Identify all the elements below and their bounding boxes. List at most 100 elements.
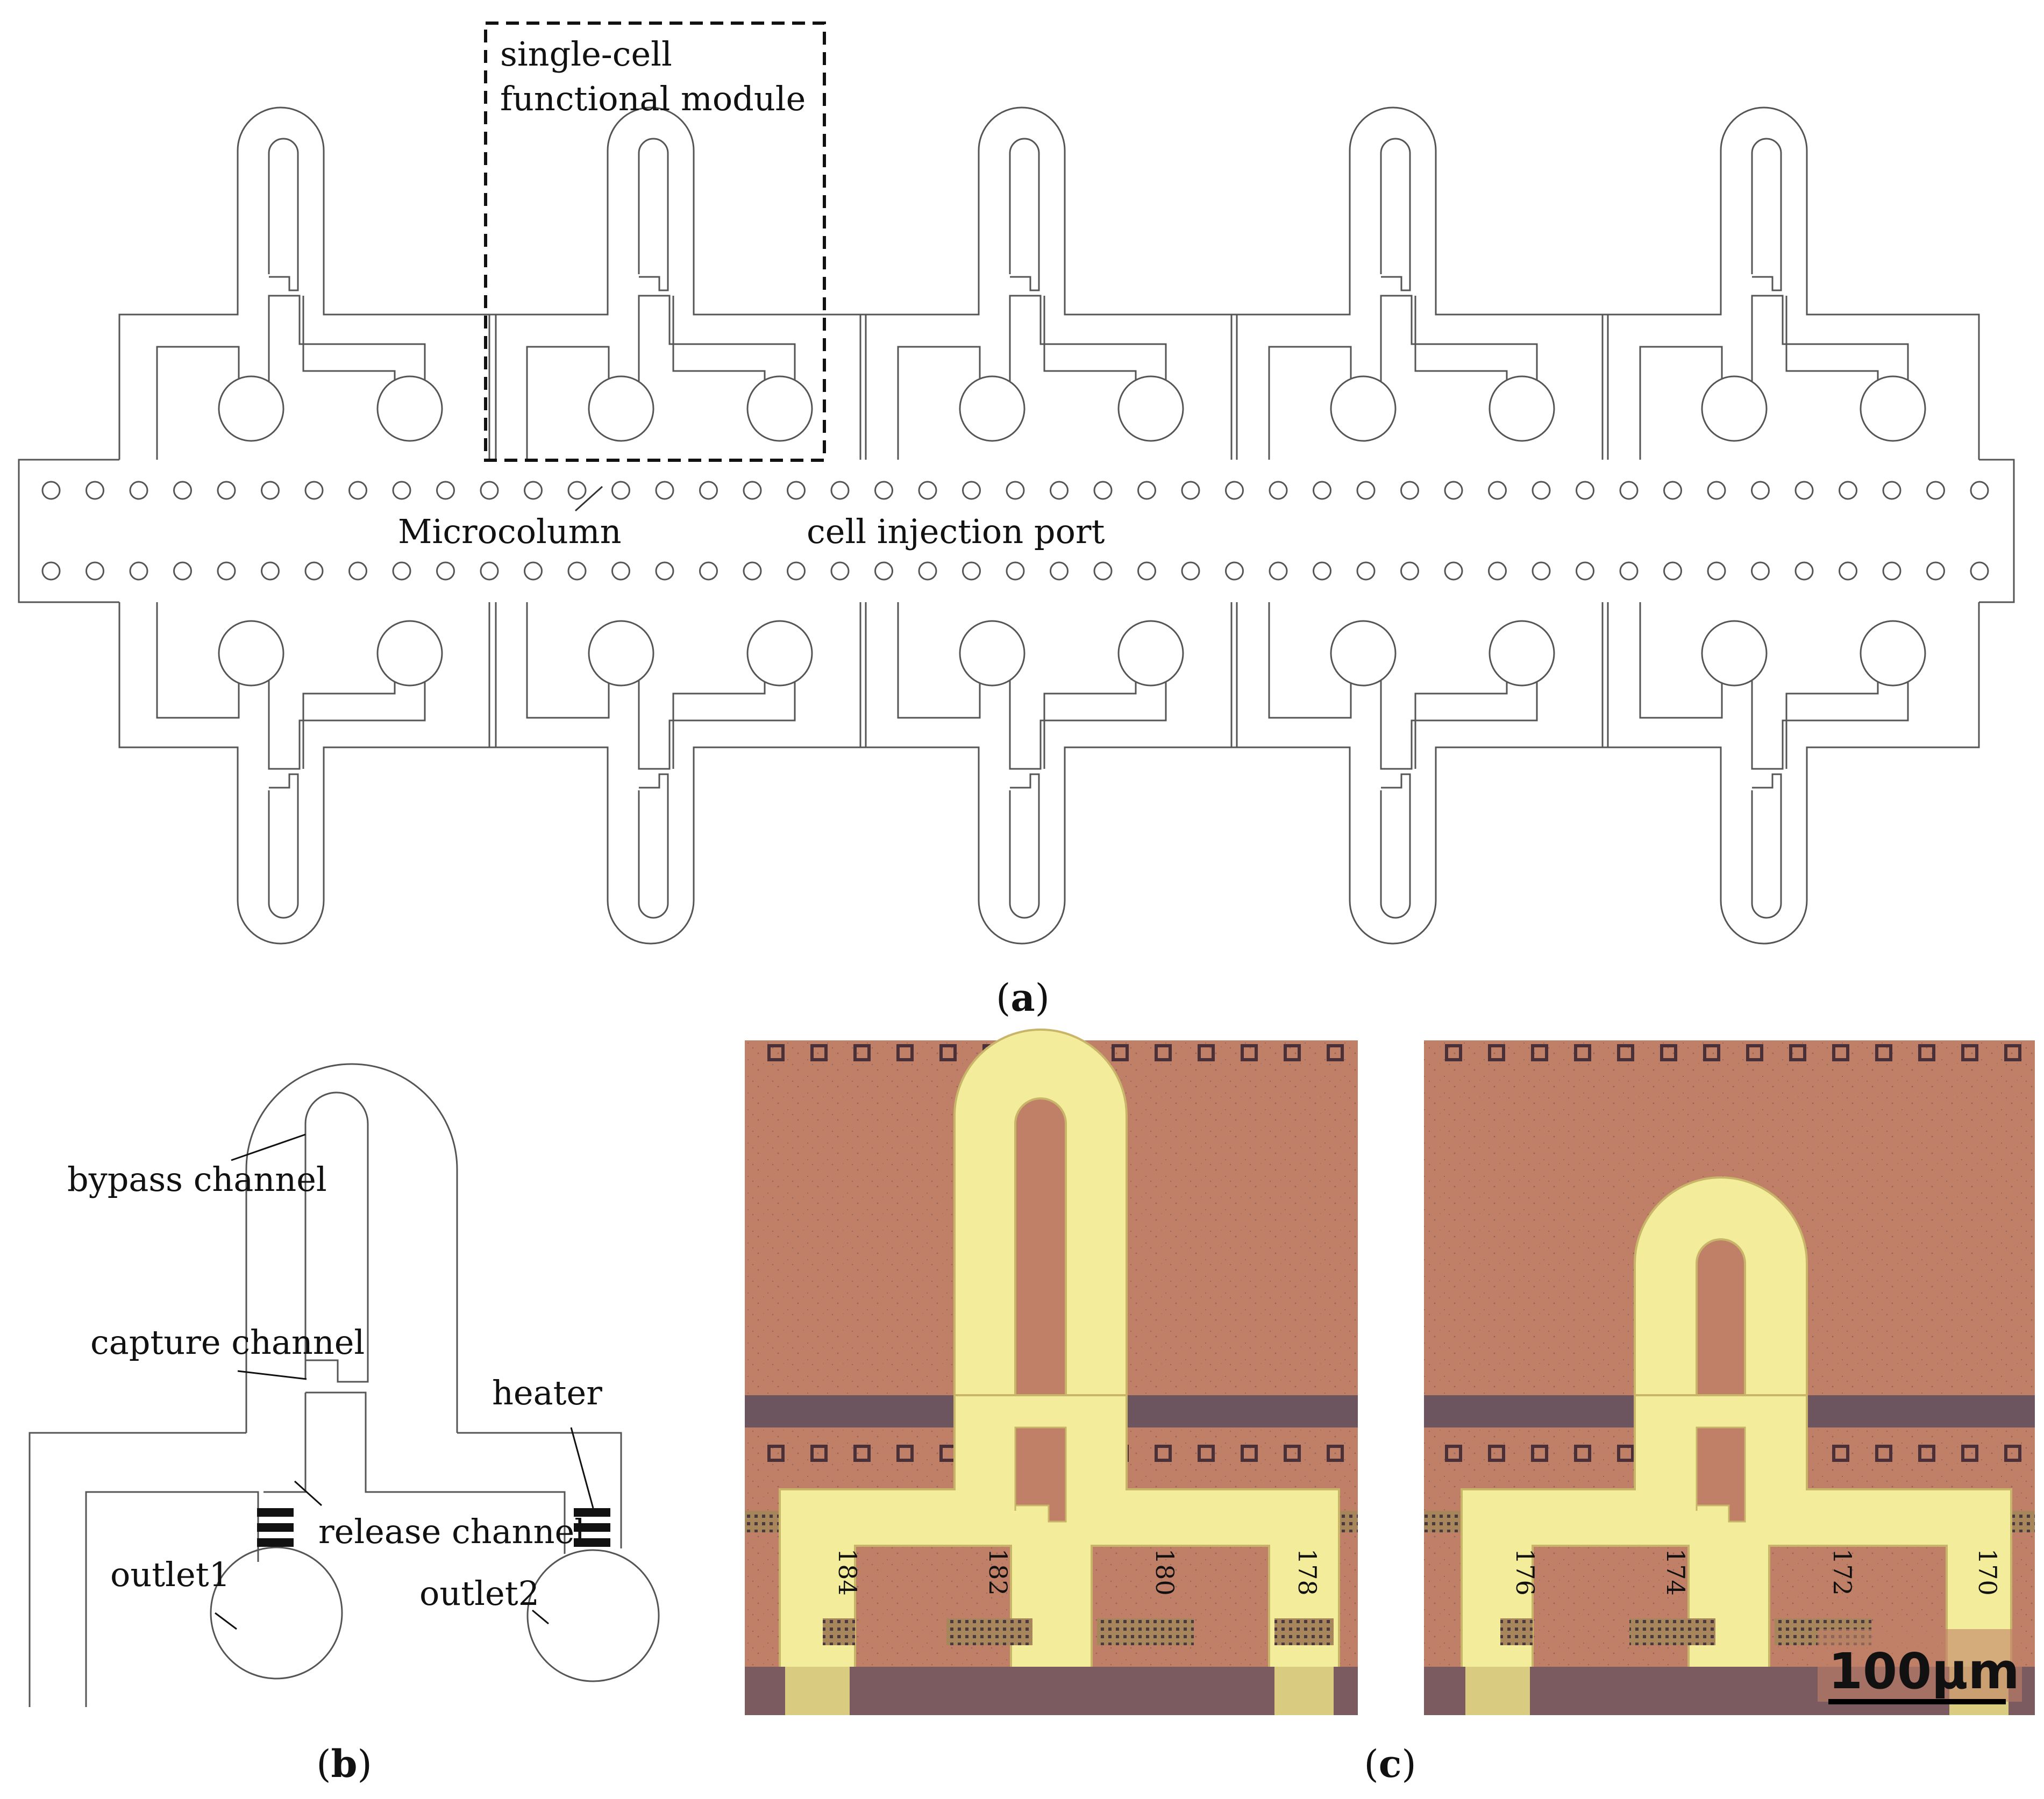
module-bottom-bypass-loop xyxy=(1380,773,1411,919)
module-bottom-inner-left xyxy=(1268,602,1352,719)
outlet-circle xyxy=(1701,620,1768,687)
electrode-pad xyxy=(1531,1044,1548,1061)
microcolumn xyxy=(655,561,674,581)
electrode-pad xyxy=(1445,1044,1462,1061)
microcolumn xyxy=(743,481,762,500)
microcolumn xyxy=(1794,481,1814,500)
microcolumn xyxy=(1356,561,1376,581)
electrode-pad xyxy=(853,1044,871,1061)
single-cell-label-line2: functional module xyxy=(500,79,806,118)
caption-b-letter: b xyxy=(331,1741,358,1786)
microcolumn xyxy=(348,561,367,581)
electrode-pad xyxy=(1488,1445,1505,1462)
main-channel-left-wall xyxy=(29,1432,246,1707)
electrode-pad xyxy=(1574,1445,1591,1462)
microcolumn xyxy=(1093,481,1113,500)
caption-a-open: ( xyxy=(996,976,1010,1020)
microcolumn xyxy=(436,561,455,581)
single-cell-module-box xyxy=(484,22,826,462)
main-channel-right-end xyxy=(1979,459,2015,603)
module-top-bypass-loop xyxy=(1009,138,1040,291)
microcolumn xyxy=(129,561,148,581)
outlet-circle xyxy=(1117,620,1184,687)
outlet-circle xyxy=(376,375,443,442)
microcolumn xyxy=(129,481,148,500)
module-top-inner-left xyxy=(526,346,610,460)
microcolumn xyxy=(1225,481,1244,500)
outlet-circle xyxy=(218,375,284,442)
electrode-pad xyxy=(1746,1044,1763,1061)
electrode-pad xyxy=(1918,1044,1935,1061)
panel-b-leader-lines xyxy=(215,1133,594,1630)
outlet-circle xyxy=(1860,620,1926,687)
electrode-pad xyxy=(1112,1044,1129,1061)
electrode-pad xyxy=(1155,1044,1172,1061)
microcolumn xyxy=(41,481,61,500)
electrode-pad xyxy=(1198,1445,1215,1462)
microcolumn xyxy=(1839,561,1857,581)
microcolumn xyxy=(392,561,411,581)
microcolumn xyxy=(86,481,104,500)
electrode-pad xyxy=(810,1044,828,1061)
microcolumn xyxy=(1882,481,1901,500)
heater-left xyxy=(257,1508,294,1547)
main-channel-right-wall xyxy=(457,1432,622,1548)
microcolumn xyxy=(1269,561,1288,581)
electrode-pad xyxy=(810,1445,828,1462)
module-bottom-release-channel xyxy=(1380,677,1538,770)
electrode-pad xyxy=(1875,1445,1892,1462)
electrode-pad xyxy=(1832,1044,1849,1061)
microcolumn xyxy=(1794,561,1814,581)
left-heater-numbers: 184 182 180 178 xyxy=(833,1548,1322,1596)
microcolumn xyxy=(874,561,893,581)
module-bottom-outer xyxy=(488,602,867,945)
outlet-circle xyxy=(1117,375,1184,442)
microcolumn xyxy=(1488,481,1507,500)
electrode-pad xyxy=(1918,1445,1935,1462)
outlet2-label: outlet2 xyxy=(419,1574,539,1613)
outlet-circle xyxy=(1489,620,1555,687)
scale-bar xyxy=(1828,1699,2006,1704)
module-bottom-bypass-loop xyxy=(268,773,299,919)
microcolumn xyxy=(1181,481,1200,500)
microcolumn xyxy=(1488,561,1507,581)
module-top-release-channel xyxy=(1751,295,1909,387)
microcolumn xyxy=(918,481,937,500)
microcolumn xyxy=(1181,561,1200,581)
electrode-pad xyxy=(1574,1044,1591,1061)
module-bottom-release-channel xyxy=(268,677,426,770)
microcolumn xyxy=(1313,481,1331,500)
microcolumn xyxy=(1400,481,1419,500)
electrode-pad xyxy=(1832,1445,1849,1462)
capture-channel-label: capture channel xyxy=(90,1323,365,1362)
microcolumn xyxy=(348,481,367,500)
outlet-circle xyxy=(1330,375,1397,442)
heater-number: 174 xyxy=(1661,1548,1690,1596)
electrode-pad xyxy=(1488,1044,1505,1061)
module-top-inner-left xyxy=(1639,346,1723,460)
heater-right xyxy=(574,1508,610,1547)
main-channel-left-end xyxy=(18,459,119,603)
microcolumn xyxy=(304,561,324,581)
microcolumn xyxy=(1006,561,1025,581)
electrode-pad xyxy=(1789,1044,1806,1061)
microcolumn xyxy=(217,561,236,581)
caption-a-letter: a xyxy=(1010,975,1035,1020)
microcolumn xyxy=(567,481,587,500)
microcolumn xyxy=(743,561,762,581)
heater-number: 176 xyxy=(1511,1548,1540,1596)
outlet-circle xyxy=(588,375,654,442)
microcolumn xyxy=(1137,561,1156,581)
electrode-pad xyxy=(767,1445,785,1462)
microcolumn xyxy=(1663,561,1682,581)
outlet-circle xyxy=(1330,620,1397,687)
microcolumn xyxy=(1970,561,1989,581)
microcolumn xyxy=(1707,561,1726,581)
microcolumn xyxy=(1269,481,1288,500)
microcolumn xyxy=(787,561,806,581)
microcolumn xyxy=(217,481,236,500)
heater-number: 182 xyxy=(984,1548,1013,1596)
cell-injection-port-label: cell injection port xyxy=(807,512,1105,551)
outlet-circle xyxy=(1860,375,1926,442)
